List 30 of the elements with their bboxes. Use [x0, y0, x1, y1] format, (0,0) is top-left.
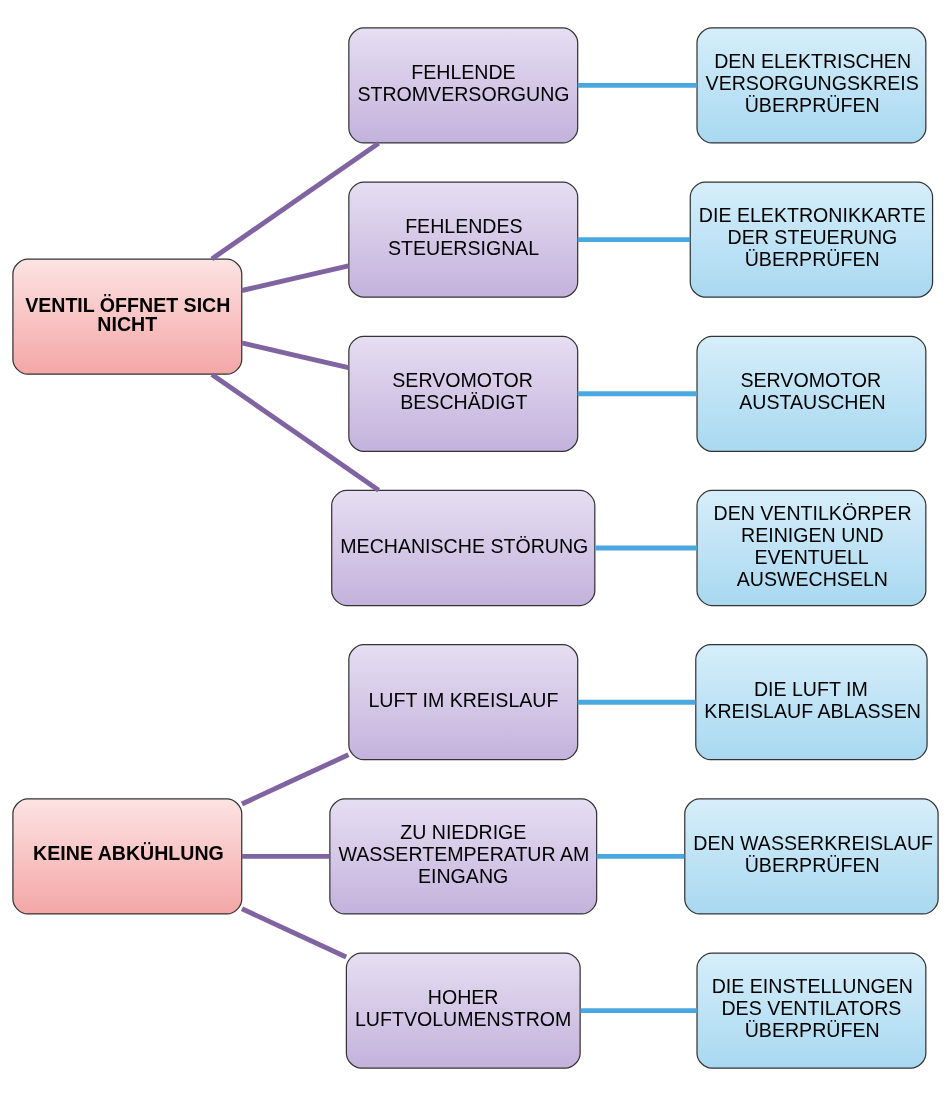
connector — [240, 752, 350, 806]
node-box: FEHLENDES STEUERSIGNAL — [348, 181, 579, 298]
connector — [596, 853, 685, 859]
node-box: DIE ELEKTRONIKKARTE DER STEUERUNG ÜBERPRÜFEN — [689, 181, 934, 298]
node-box: FEHLENDE STROMVERSORGUNG — [348, 26, 579, 144]
node-box: VENTIL ÖFFNET SICH NICHT — [12, 258, 243, 375]
connector — [210, 140, 381, 261]
node-box: ZU NIEDRIGE WASSERTEMPERATUR AM EINGANG — [329, 797, 598, 914]
connector — [577, 699, 696, 705]
node-box: SERVOMOTOR BESCHÄDIGT — [348, 335, 579, 452]
node-box: DIE LUFT IM KREISLAUF ABLASSEN — [695, 643, 928, 760]
node-box: DIE EINSTELLUNGEN DES VENTILATORS ÜBERPRÜFEN — [696, 951, 927, 1069]
node-box: DEN ELEKTRISCHEN VERSORGUNGSKREIS ÜBERPRÜFEN — [696, 26, 927, 144]
connector — [241, 853, 330, 859]
node-box: LUFT IM KREISLAUF — [348, 643, 579, 760]
connector — [240, 906, 348, 959]
connector — [210, 371, 381, 492]
connector — [241, 263, 349, 293]
node-box: MECHANISCHE STÖRUNG — [331, 489, 596, 606]
node-box: HOHER LUFTVOLUMENSTROM — [345, 951, 581, 1069]
connector — [577, 236, 691, 242]
node-box: DEN VENTILKÖRPER REINIGEN UND EVENTUELL AUSWECHSELN — [696, 489, 927, 606]
node-box: SERVOMOTOR AUSTAUSCHEN — [696, 335, 927, 452]
node-box: KEINE ABKÜHLUNG — [12, 797, 243, 914]
connector — [577, 390, 697, 396]
connector — [241, 340, 349, 370]
node-box: DEN WASSERKREISLAUF ÜBERPRÜFEN — [684, 797, 939, 914]
connector — [595, 545, 697, 550]
connector — [577, 82, 697, 88]
connector — [580, 1007, 697, 1013]
